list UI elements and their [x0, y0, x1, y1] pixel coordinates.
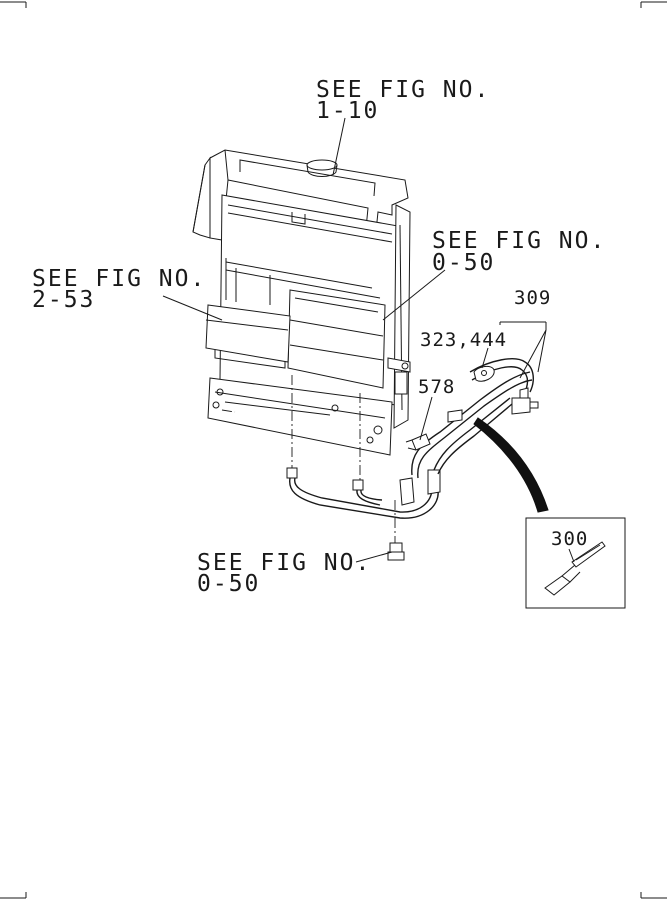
callout-2-53-line2: 2-53	[32, 287, 95, 313]
ac-piping	[288, 358, 539, 561]
radiator-assembly	[192, 149, 411, 545]
callout-0-50-top-line1: SEE FIG NO.	[432, 228, 606, 254]
callout-see-fig-1-10[interactable]: SEE FIG NO. 1-10	[316, 77, 490, 124]
callout-see-fig-0-50-top[interactable]: SEE FIG NO. 0-50	[432, 228, 606, 276]
callout-2-53-line1: SEE FIG NO.	[32, 266, 206, 292]
callout-1-10-line1: SEE FIG NO.	[316, 77, 490, 103]
detail-inset	[473, 417, 626, 609]
callout-see-fig-0-50-bottom[interactable]: SEE FIG NO. 0-50	[197, 550, 371, 597]
callout-1-10-line2: 1-10	[316, 98, 379, 124]
callout-0-50-top-line2: 0-50	[432, 250, 495, 276]
leader-lines	[162, 117, 575, 563]
part-number-578[interactable]: 578	[418, 376, 455, 398]
part-number-323-444[interactable]: 323,444	[420, 329, 507, 351]
callout-0-50-bottom-line2: 0-50	[197, 571, 260, 597]
part-number-300[interactable]: 300	[551, 528, 588, 550]
callout-0-50-bottom-line1: SEE FIG NO.	[197, 550, 371, 576]
part-number-309[interactable]: 309	[514, 287, 551, 309]
detail-pointer	[473, 417, 549, 513]
callout-see-fig-2-53[interactable]: SEE FIG NO. 2-53	[32, 266, 206, 313]
